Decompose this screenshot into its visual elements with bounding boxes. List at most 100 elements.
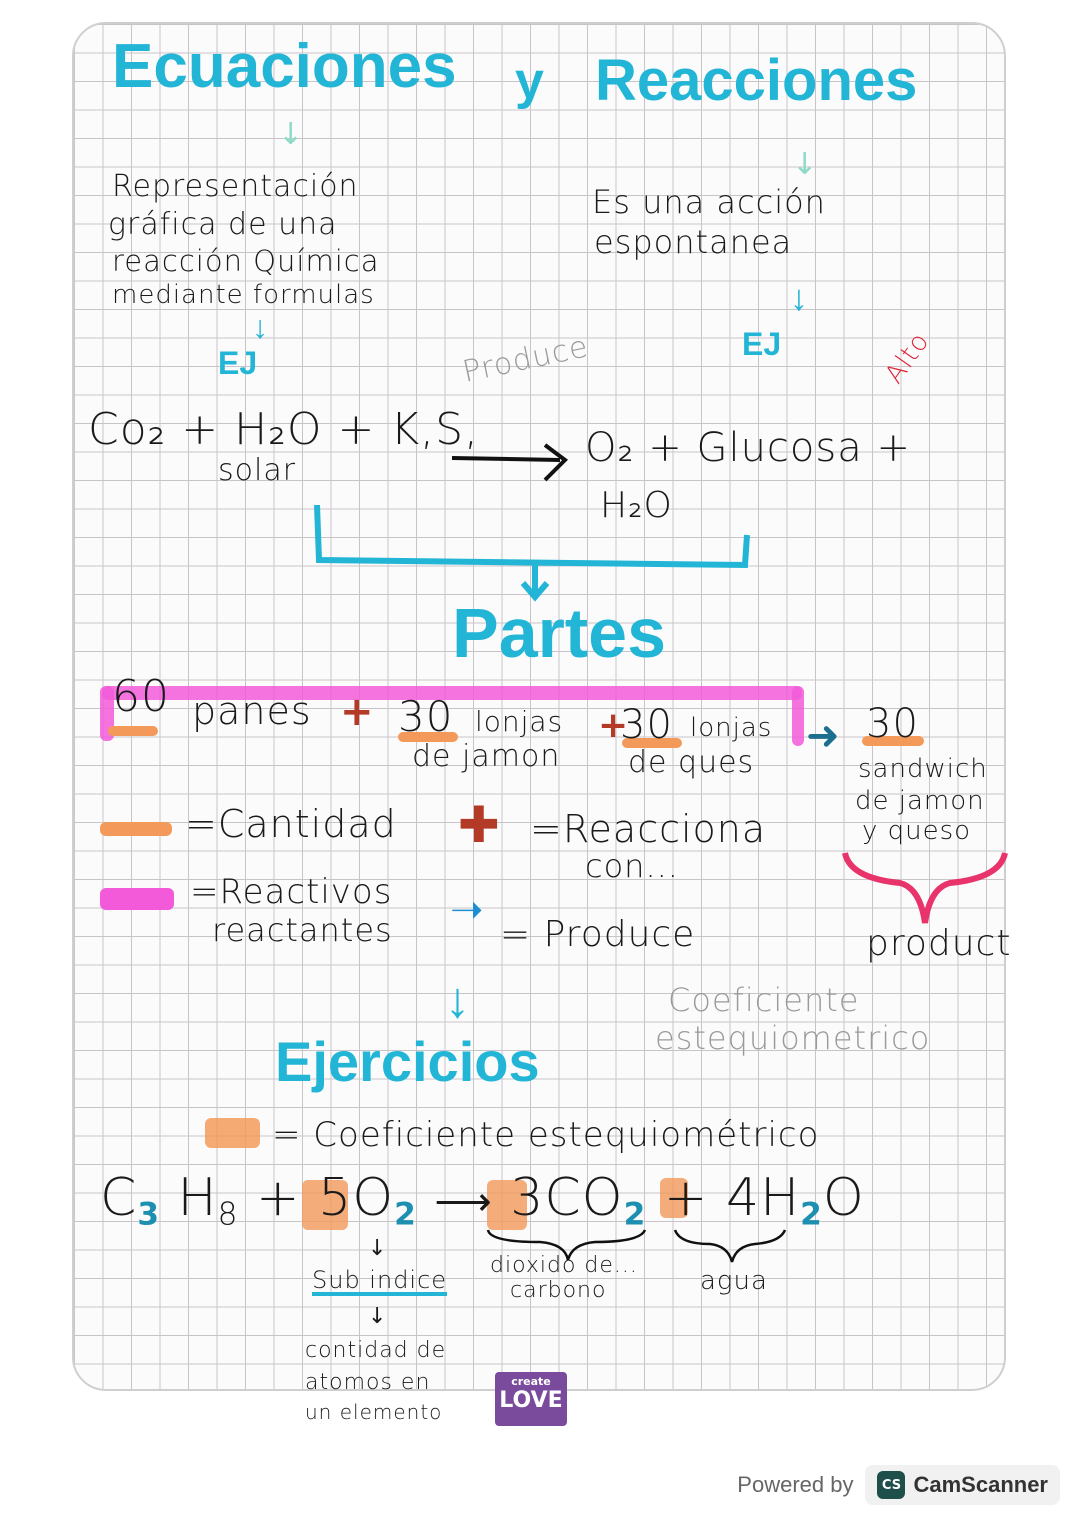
element: H [760,1168,801,1228]
brace-icon [842,852,1008,924]
subscript: 2 [394,1196,417,1233]
sticker-text: create [511,1375,551,1388]
coefficient: 5 [318,1168,353,1228]
condition: solar [218,453,297,488]
element: H [177,1168,218,1228]
subindice-label: Sub indice [312,1266,448,1296]
red-plus-marker: ✚ [458,796,500,854]
plus: + [663,1168,709,1228]
definition-line: gráfica de una [108,207,338,242]
legend-label: reactantes [212,911,393,949]
definition-line: un elemento [305,1400,443,1424]
arrow-down-icon: ↓ [252,309,268,345]
partes-heading: Partes [452,594,667,672]
title-reacciones: Reacciones [595,48,918,113]
element: C [100,1168,138,1228]
definition-line: reacción Química [112,244,380,278]
reaction-arrow-icon: ⟶ [434,1179,493,1225]
quantity: 30 [398,692,454,741]
arrow-down-icon: ↓ [790,277,808,318]
product-label: sandwich [858,754,988,784]
ejercicios-heading: Ejercicios [275,1030,540,1093]
arrow-down-icon: ↓ [445,972,470,1028]
bracket-icon [314,505,750,602]
pink-highlight [102,686,802,700]
arrow-down-icon: ↓ [368,1236,387,1261]
title-joiner: y [515,52,544,110]
reaction-arrow-icon [451,443,569,482]
powered-by-text: Powered by [737,1472,854,1497]
coefficient-highlight [660,1178,688,1218]
plus-icon: + [340,689,374,735]
reactant-label: panes [192,689,312,733]
orange-bar-marker [100,822,172,836]
subscript: 2 [623,1196,647,1233]
reactant-label: de jamon [412,739,561,774]
reactants: Co₂ + H₂O + K,S, [88,404,480,455]
orange-marker [205,1118,260,1148]
camscanner-watermark: Powered by CS CamScanner [737,1465,1060,1505]
reactant-label: lonjas [475,705,564,738]
ej-label: EJ [742,326,782,362]
quantity: 30 [866,701,919,747]
legend-label: =Cantidad [185,802,397,846]
coefficient-highlight [487,1180,527,1230]
definition-line: Representación [112,169,359,204]
orange-highlight [622,738,682,748]
camscanner-badge: CS CamScanner [865,1465,1060,1505]
brand-name: CamScanner [913,1472,1048,1497]
blue-arrow-marker: ➝ [450,887,484,933]
exercise-equation: C3 H8 + 5O2 ⟶ 3CO2 + 4H2O [100,1172,865,1231]
subscript: 3 [137,1196,161,1233]
quantity: 60 [112,671,170,722]
plus-icon: + [598,705,629,746]
legend-label: = Produce [500,914,696,955]
products: O₂ + Glucosa + [585,425,911,471]
arrow-right-icon: ➜ [806,713,840,759]
co2-label: dioxido de... [490,1253,638,1278]
product-label: y queso [862,816,972,846]
element: O [352,1168,395,1228]
love-sticker: create LOVE [495,1372,567,1426]
element: O [822,1168,865,1228]
orange-highlight [862,736,924,746]
definition-line: mediante formulas [112,280,375,310]
arrow-down-icon: ↓ [278,117,304,152]
orange-highlight [398,732,458,742]
arrow-down-icon: ↓ [368,1304,387,1329]
plus: + [256,1168,301,1228]
element: CO [544,1168,624,1228]
co2-label: carbono [510,1278,607,1303]
coefficient-highlight [302,1180,348,1230]
side-note: Coeficiente [668,981,860,1019]
legend-label: =Reacciona [530,807,767,851]
pink-bar-marker [100,888,174,910]
sticker-text: LOVE [499,1388,563,1414]
product-caption: product [866,923,1012,964]
coefficient: 3 [510,1168,545,1228]
camscanner-logo-icon: CS [877,1471,906,1499]
ej-label: EJ [218,345,258,381]
product-label: de jamon [855,786,985,816]
side-note: estequiometrico [655,1019,931,1057]
legend-label: con... [585,847,679,885]
legend-label: = Coeficiente estequiométrico [272,1115,820,1155]
definition-line: contidad de [305,1338,447,1363]
orange-highlight [108,726,158,736]
brace-icon [486,1229,787,1263]
grid-paper [72,22,1006,1391]
products-line2: H₂O [600,485,673,526]
quantity: 30 [620,702,673,748]
subscript: 2 [800,1196,823,1233]
definition-line: Es una acción [592,183,826,221]
title-ecuaciones: Ecuaciones [112,32,457,101]
coefficient: 4 [725,1168,761,1228]
h2o-label: agua [700,1266,768,1296]
legend-label: =Reactivos [190,872,393,912]
arrow-down-icon: ↓ [792,147,818,182]
definition-line: espontanea [594,223,793,261]
reactant-label: de ques [628,745,755,780]
pink-highlight [792,686,804,746]
definition-line: atomos en [305,1370,431,1395]
subscript: 8 [217,1196,239,1233]
